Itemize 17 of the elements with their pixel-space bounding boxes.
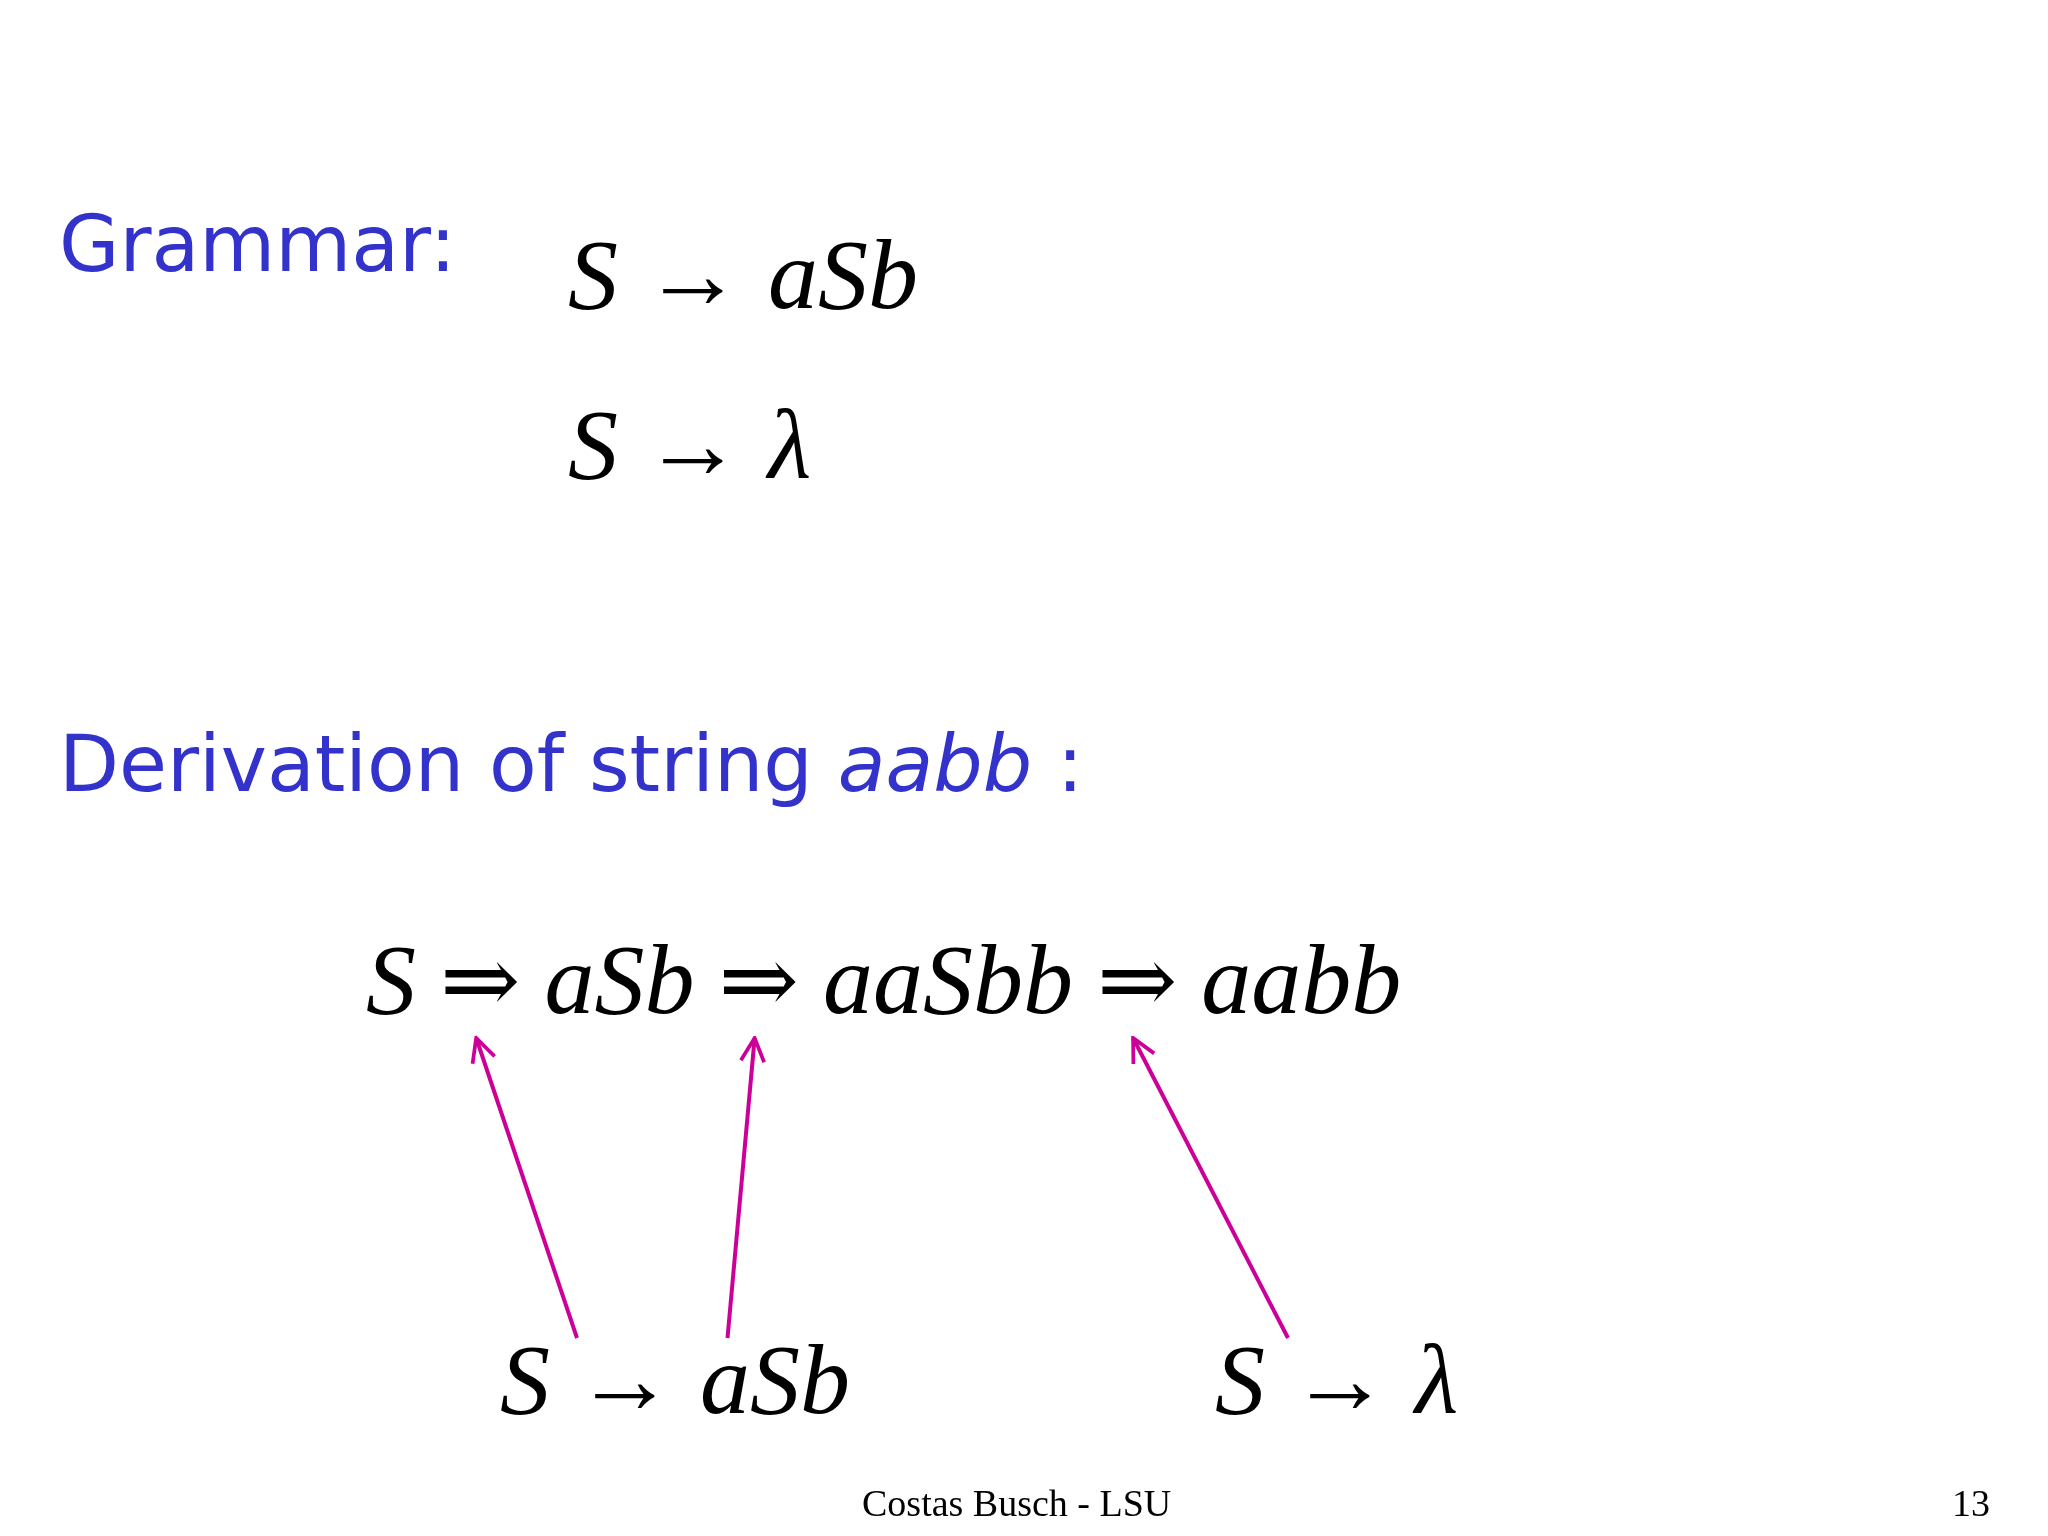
applied-rule: S → aSb xyxy=(500,1330,850,1430)
derivation-step: ⇒ xyxy=(1096,932,1178,1028)
grammar-rule: S → aSb xyxy=(568,225,918,325)
derivation-step: ⇒ xyxy=(440,932,521,1028)
arrow xyxy=(725,1036,766,1339)
grammar-rule: S → λ xyxy=(568,395,812,495)
sentential-form: aaSbb xyxy=(822,930,1073,1030)
sentential-form: aSb xyxy=(544,930,695,1030)
derivation-step: ⇒ xyxy=(718,932,799,1028)
footer-text: Costas Busch - LSU xyxy=(862,1484,1172,1522)
sentential-form: aabb xyxy=(1201,930,1402,1030)
arrow xyxy=(470,1036,579,1339)
heading: Grammar: xyxy=(59,205,457,283)
arrow xyxy=(1131,1036,1290,1339)
page-number: 13 xyxy=(1952,1484,1990,1522)
applied-rule: S → λ xyxy=(1215,1330,1459,1430)
sentential-form: S xyxy=(366,930,416,1030)
